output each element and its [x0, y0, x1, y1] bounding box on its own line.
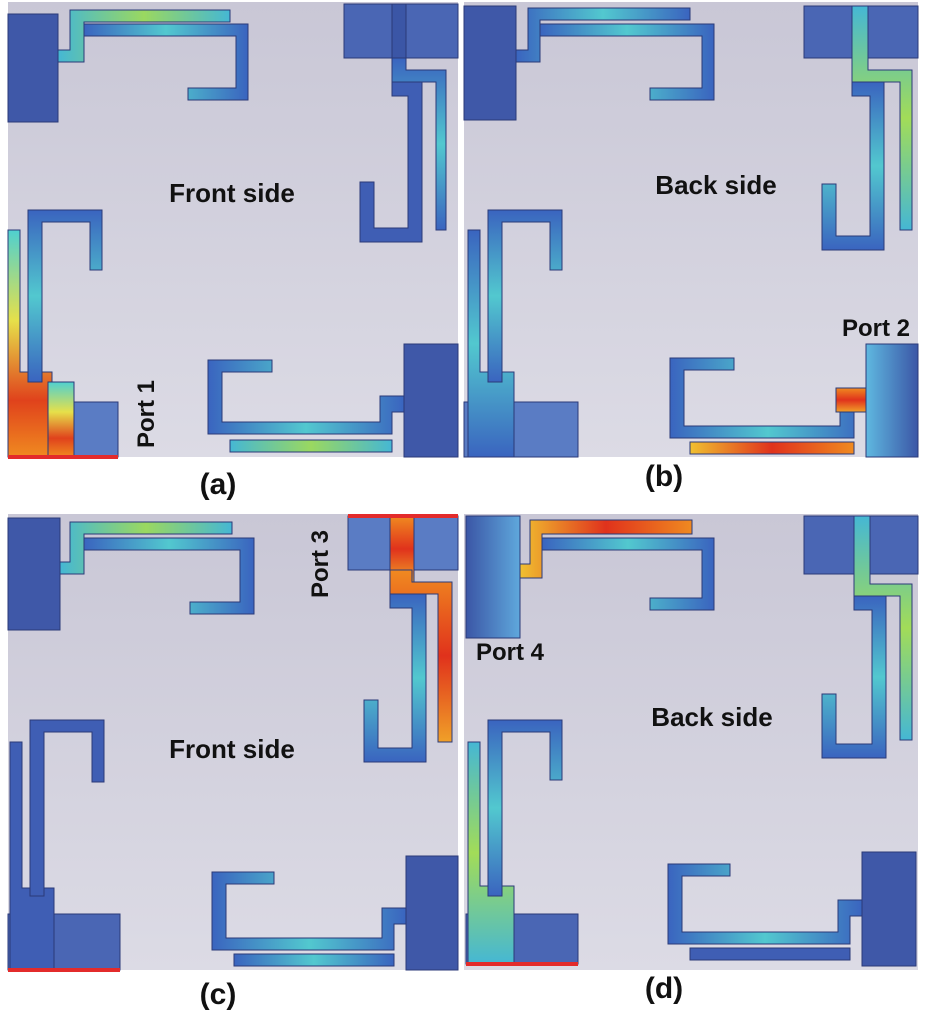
port-label: Port 1 [133, 380, 160, 448]
meander-top-left [59, 521, 233, 575]
patch-top-left [7, 517, 61, 631]
meander-bottom-right [211, 871, 407, 951]
patch-bottom-right [403, 343, 459, 458]
meander-top-left [515, 7, 691, 63]
port-label: Port 3 [307, 530, 334, 598]
patch-top-left [7, 13, 59, 123]
side-label: Back side [651, 702, 772, 732]
meander-bottom-left [467, 229, 515, 458]
patch-bottom-right [405, 855, 459, 971]
side-label: Front side [169, 178, 295, 208]
port-label: Port 4 [476, 639, 545, 666]
side-label: Front side [169, 734, 295, 764]
panel-c: Front side Port 3 [7, 514, 459, 972]
patch-bottom-right [861, 851, 917, 967]
patch-top-left [463, 5, 517, 121]
caption-b: (b) [645, 460, 683, 493]
panel-a: Front side Port 1 [7, 2, 459, 459]
patch-top-left [465, 515, 521, 639]
meander-top-left [519, 519, 693, 579]
substrate [464, 514, 918, 970]
substrate [464, 2, 918, 457]
caption-a: (a) [200, 468, 237, 501]
panel-b: Back side Port 2 [463, 2, 919, 458]
meander-top-left [57, 9, 231, 63]
panel-d: Back side Port 4 [464, 514, 919, 970]
substrate [8, 514, 458, 970]
side-label: Back side [655, 170, 776, 200]
meander-bottom-right [207, 359, 405, 435]
meander-bottom-right [667, 863, 863, 945]
port-label: Port 2 [842, 315, 910, 342]
caption-d: (d) [645, 972, 683, 1005]
caption-c: (c) [200, 978, 237, 1010]
patch-bottom-right [865, 343, 919, 458]
